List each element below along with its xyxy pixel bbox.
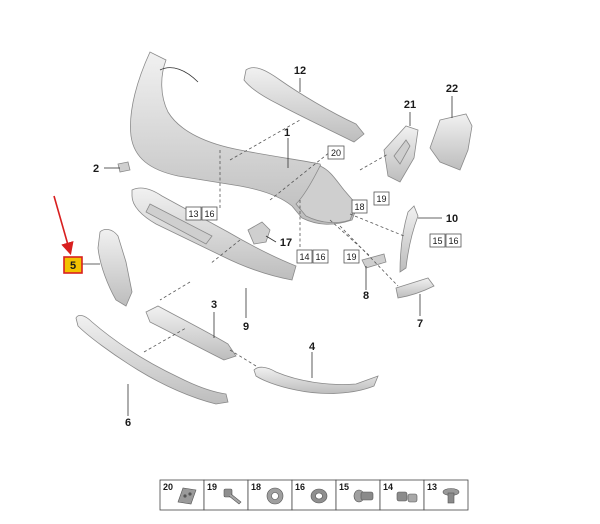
box-15: 15 [432, 236, 442, 246]
box-ref-15-16[interactable]: 15 16 [429, 233, 462, 248]
highlight-arrow [53, 195, 74, 256]
leader-lines [82, 78, 453, 416]
legend-number: 18 [251, 482, 261, 492]
legend-item-13[interactable]: 13 [423, 479, 469, 511]
part-22-air-duct [429, 113, 473, 171]
part-2-clip [117, 161, 131, 173]
legend-number: 19 [207, 482, 217, 492]
box-ref-19-lower[interactable]: 19 [343, 249, 360, 264]
part-12-upper-strip [243, 67, 365, 143]
fastener-legend: 20 19 18 16 15 14 13 [159, 479, 469, 511]
box-16: 16 [448, 236, 458, 246]
part-9-lower-grille [131, 187, 297, 281]
box-19: 19 [346, 252, 356, 262]
clip-plate-icon [177, 487, 197, 505]
assembly-lines [143, 119, 405, 367]
box-19: 19 [376, 194, 386, 204]
legend-item-19[interactable]: 19 [203, 479, 249, 511]
legend-number: 15 [339, 482, 349, 492]
box-refs: 13 16 14 16 15 16 20 19 18 [185, 145, 462, 264]
push-rivet-icon [442, 488, 460, 504]
callout-12[interactable]: 12 [294, 65, 306, 77]
part-7-corner-trim [395, 277, 435, 299]
callout-7[interactable]: 7 [417, 318, 423, 330]
legend-item-14[interactable]: 14 [379, 479, 425, 511]
clip-pair-icon [396, 491, 418, 503]
screw-icon [223, 488, 242, 505]
part-8-small-bracket [361, 253, 387, 269]
spring-nut-icon [266, 487, 284, 505]
legend-item-16[interactable]: 16 [291, 479, 337, 511]
box-13: 13 [188, 209, 198, 219]
box-16: 16 [204, 209, 214, 219]
callout-5: 5 [70, 260, 76, 272]
box-ref-18[interactable]: 18 [351, 199, 368, 214]
callout-1[interactable]: 1 [284, 127, 290, 139]
callout-17[interactable]: 17 [280, 237, 292, 249]
callout-5-highlight[interactable]: 5 [63, 256, 83, 274]
washer-icon [310, 488, 328, 504]
legend-number: 13 [427, 482, 437, 492]
legend-number: 14 [383, 482, 393, 492]
legend-number: 16 [295, 482, 305, 492]
part-10-side-strip [399, 205, 419, 273]
legend-item-18[interactable]: 18 [247, 479, 293, 511]
box-16: 16 [315, 252, 325, 262]
legend-item-20[interactable]: 20 [159, 479, 205, 511]
callouts: 1 2 3 4 6 7 8 9 10 12 17 21 22 [93, 65, 458, 429]
box-14: 14 [299, 252, 309, 262]
box-18: 18 [354, 202, 364, 212]
callout-9[interactable]: 9 [243, 321, 249, 333]
part-3-center-guide [145, 305, 237, 361]
box-ref-19-upper[interactable]: 19 [373, 191, 390, 206]
expanding-rivet-icon [353, 489, 374, 503]
part-21-bracket [383, 125, 419, 183]
box-ref-13-16[interactable]: 13 16 [185, 206, 218, 221]
part-17-bracket [247, 221, 271, 245]
legend-number: 20 [163, 482, 173, 492]
callout-21[interactable]: 21 [404, 99, 416, 111]
box-20: 20 [331, 148, 341, 158]
callout-3[interactable]: 3 [211, 299, 217, 311]
callout-2[interactable]: 2 [93, 163, 99, 175]
legend-item-15[interactable]: 15 [335, 479, 381, 511]
callout-10[interactable]: 10 [446, 213, 458, 225]
part-5-air-guide [97, 228, 133, 307]
part-6-spoiler-lip [75, 314, 229, 405]
box-ref-14-16[interactable]: 14 16 [296, 249, 329, 264]
callout-4[interactable]: 4 [309, 341, 316, 353]
box-ref-20[interactable]: 20 [327, 145, 345, 160]
part-4-lower-trim [253, 366, 379, 394]
callout-8[interactable]: 8 [363, 290, 369, 302]
callout-22[interactable]: 22 [446, 83, 458, 95]
callout-6[interactable]: 6 [125, 417, 131, 429]
